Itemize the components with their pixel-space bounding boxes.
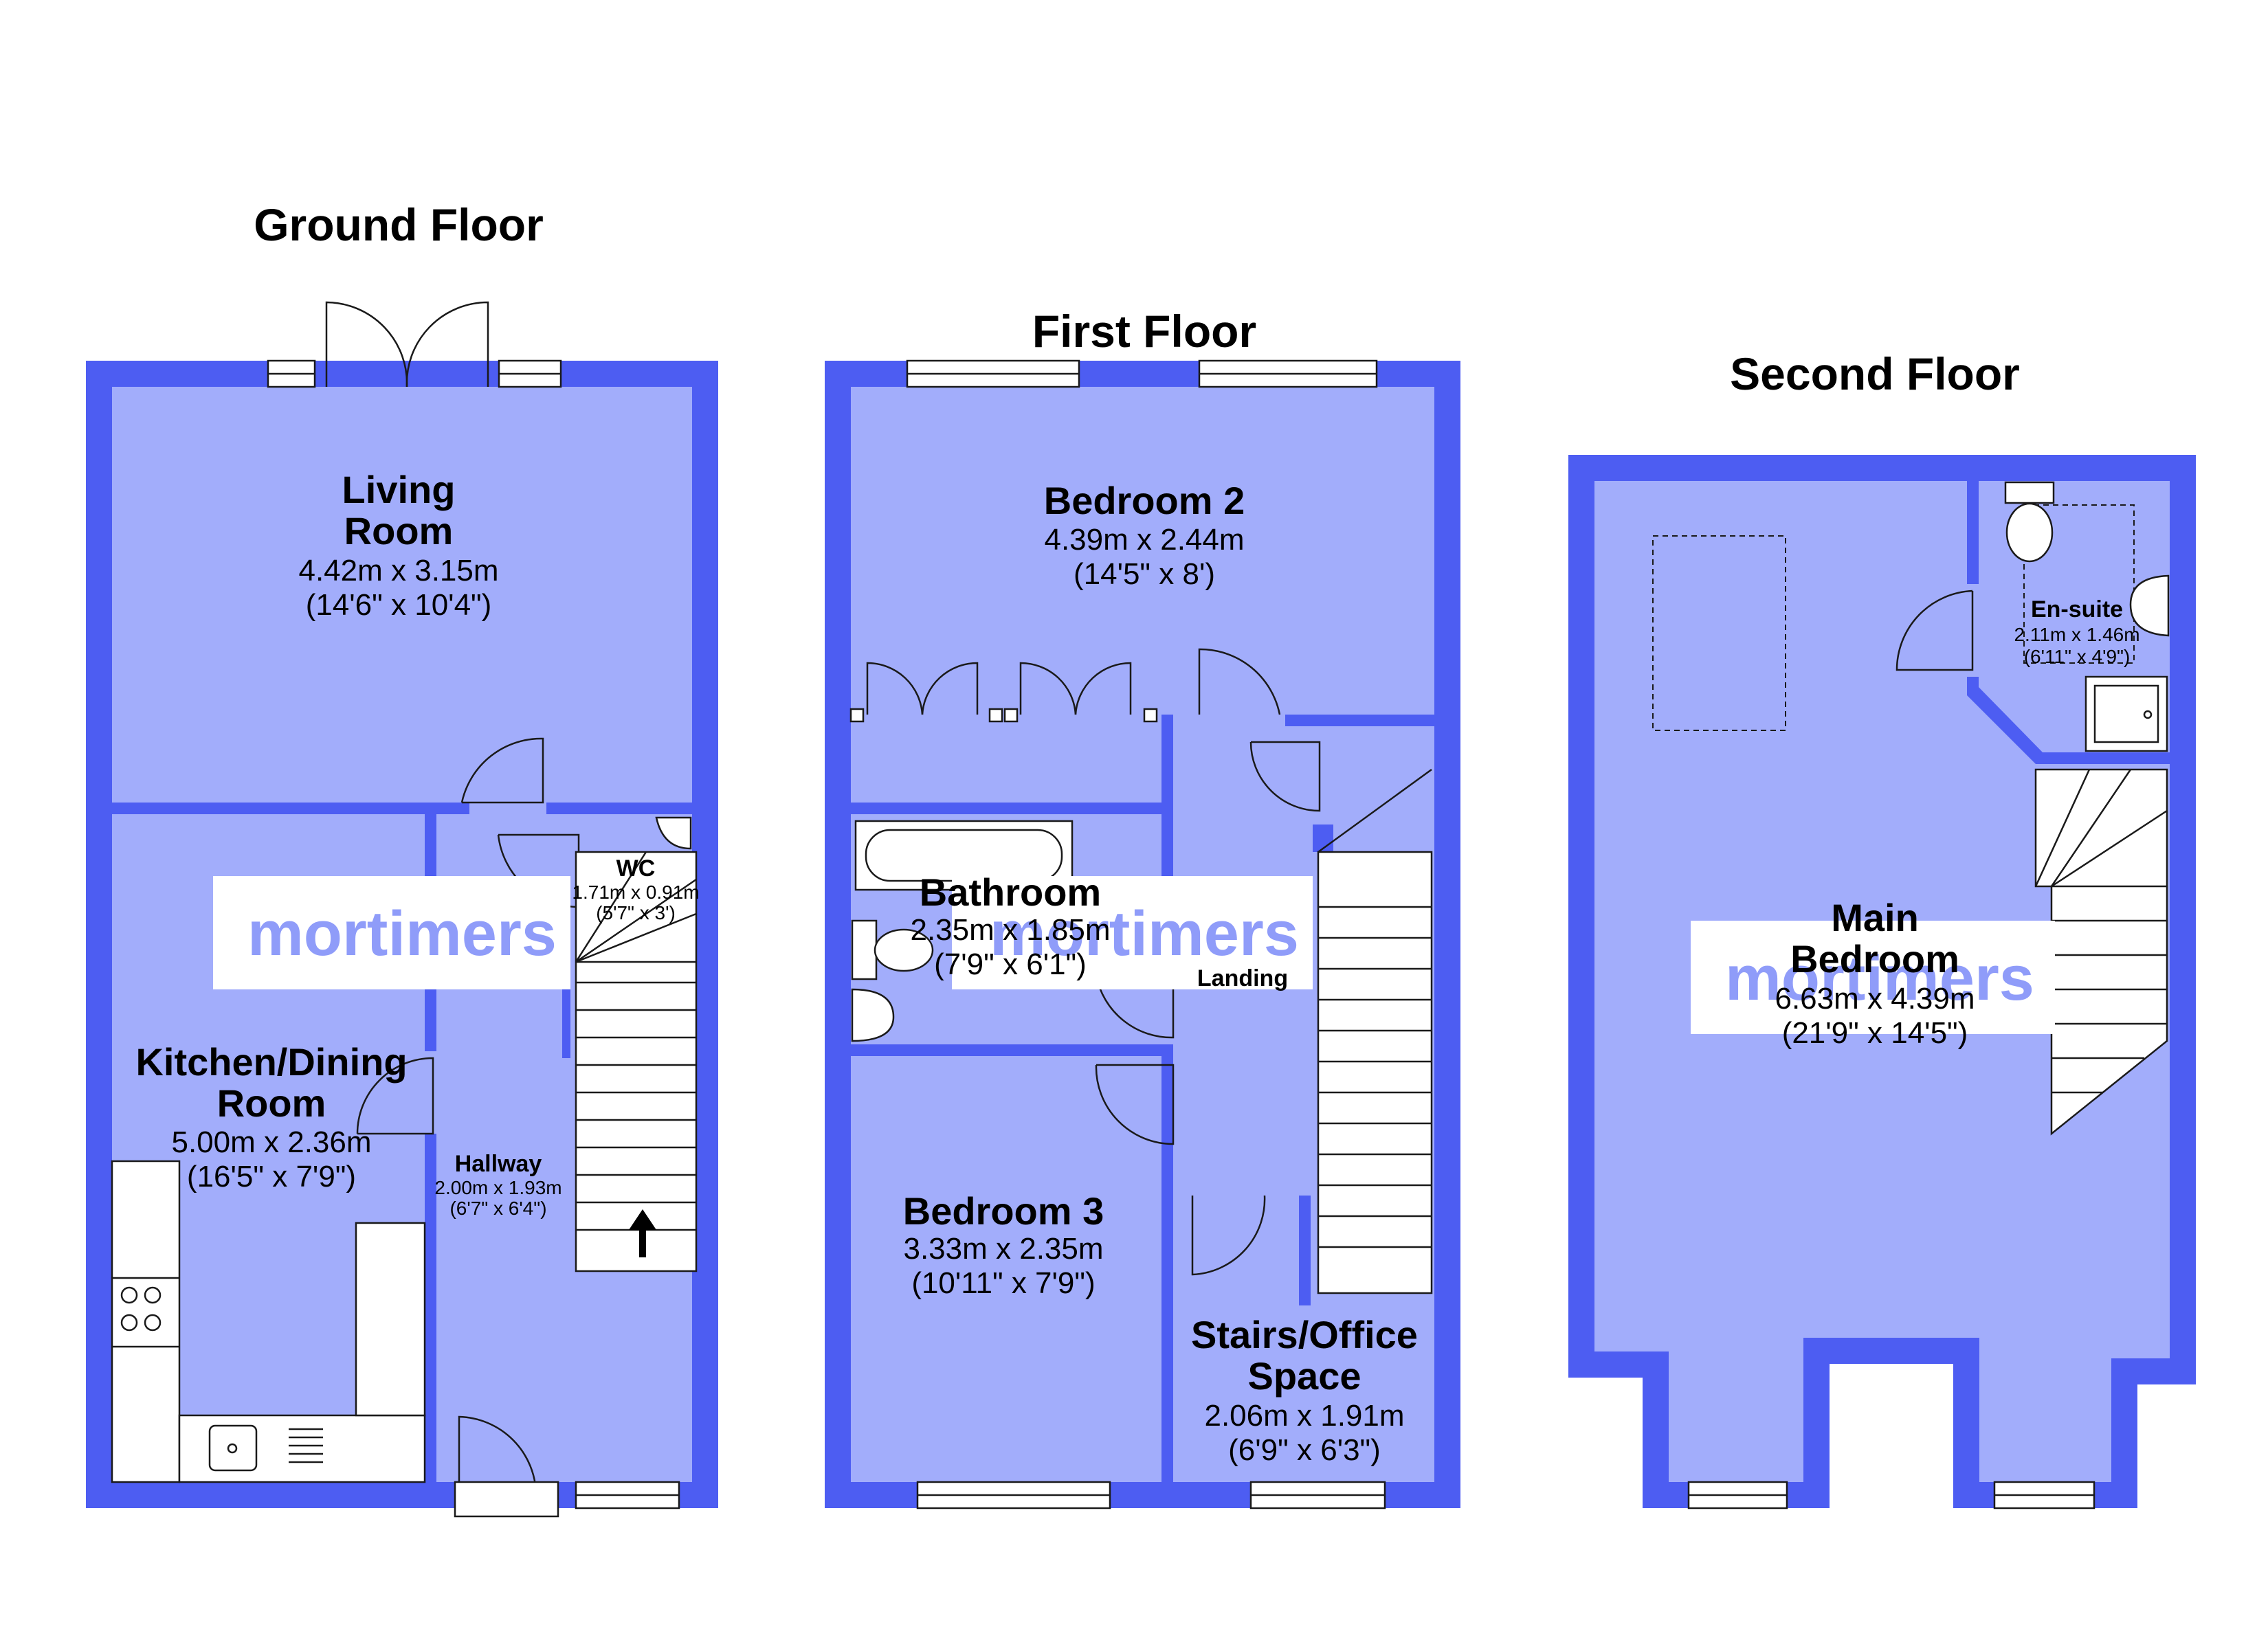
office-name-2: Space [1248,1354,1361,1398]
second-floor: Second Floor [1568,348,2196,1510]
toilet-icon [851,919,934,980]
ensuite-metric: 2.11m x 1.46m [2014,624,2139,645]
first-staircase-icon [1317,768,1433,1294]
kitchen-name-1: Kitchen/Dining [135,1040,407,1084]
wardrobe-icon [849,662,1158,723]
hallway-metric: 2.00m x 1.93m [434,1177,562,1198]
office-metric: 2.06m x 1.91m [1204,1399,1404,1433]
hob-icon [120,1286,162,1332]
bedroom3-name: Bedroom 3 [903,1189,1104,1233]
kitchen-name-2: Room [217,1081,326,1125]
main-bedroom-name-1: Main [1831,896,1919,939]
office-imperial: (6'9" x 6'3") [1228,1433,1381,1467]
second-staircase-icon [2034,768,2168,1136]
bathroom-door-icon [1095,974,1175,1039]
hallway-name: Hallway [455,1151,542,1177]
ensuite-toilet-icon [2004,481,2055,563]
ground-floor: Ground Floor [86,199,718,1518]
wall-ensuite-angled [1967,687,2170,764]
ground-floor-title: Ground Floor [254,199,544,250]
ensuite-name: En-suite [2031,596,2123,622]
bathroom-imperial: (7'9" x 6'1") [934,947,1087,981]
wc-basin-icon [655,816,692,850]
front-door-icon [458,1415,537,1495]
living-room-metric: 4.42m x 3.15m [298,554,498,587]
second-watermark: mortimers [1725,943,2034,1013]
shower-icon [2084,675,2168,752]
wall-bed2-bath [851,803,1164,814]
bedroom3-imperial: (10'11" x 7'9") [911,1266,1095,1300]
wall-living-hall [546,803,692,814]
stairs-up-arrow-icon [629,1209,656,1257]
living-room-name-1: Living [342,468,456,511]
ground-watermark: mortimers [247,899,557,969]
first-watermark-box [952,876,1313,989]
living-room-imperial: (14'6" x 10'4") [306,588,492,622]
kitchen-sink-icon [208,1424,323,1472]
ensuite-imperial: (6'11" x 4'9") [2024,646,2131,667]
bedroom3-door-icon [1095,1064,1175,1145]
bedroom2-metric: 4.39m x 2.44m [1044,523,1244,557]
first-floor: First Floor [825,306,1460,1510]
wall-landing-post [1313,824,1333,852]
patio-door-icon [325,301,489,388]
second-watermark-box [1691,921,2055,1034]
wall-living-kitchen [112,803,469,814]
ensuite-basin-icon [2129,574,2170,637]
main-bedroom-name-2: Bedroom [1790,937,1959,980]
bathroom-name: Bathroom [920,871,1101,914]
wall-ensuite-upper [1967,481,1979,584]
stairs-door-icon [1249,741,1321,812]
ground-staircase-icon [575,851,698,1272]
second-floor-title: Second Floor [1730,348,2020,399]
wc-name: WC [616,855,656,882]
bathroom-metric: 2.35m x 1.85m [910,913,1110,947]
kitchen-door-icon [356,1057,434,1135]
bedroom2-door-icon [1198,648,1281,715]
ground-watermark-box [213,876,570,989]
wall-bed3-landing [1161,1044,1173,1482]
wall-stairs-office [1299,1196,1311,1305]
bathroom-basin-icon [851,988,895,1042]
first-floor-title: First Floor [1032,306,1256,357]
first-watermark: mortimers [990,899,1299,969]
bedroom2-imperial: (14'5" x 8') [1074,557,1215,591]
front-door-step [454,1481,559,1518]
ensuite-door-icon [1895,590,1974,671]
landing-name: Landing [1197,965,1288,991]
wc-imperial: (5'7" x 3') [596,902,676,923]
kitchen-imperial: (16'5" x 7'9") [187,1160,356,1193]
office-name-1: Stairs/Office [1191,1313,1418,1356]
wall-bath-landing [1161,715,1173,928]
kitchen-units [111,1160,426,1483]
living-room-name-2: Room [344,509,454,552]
wall-kitchen-hall-lower [425,1134,436,1482]
office-door-icon [1191,1195,1266,1276]
wall-bed2-stairs [1285,715,1434,726]
wall-bath-bed3 [851,1044,1170,1056]
bedroom3-metric: 3.33m x 2.35m [903,1232,1103,1266]
hallway-imperial: (6'7" x 6'4") [449,1198,546,1219]
wc-metric: 1.71m x 0.91m [572,882,699,903]
main-bedroom-imperial: (21'9" x 14'5") [1782,1016,1968,1050]
bedroom2-name: Bedroom 2 [1044,479,1245,522]
main-bedroom-metric: 6.63m x 4.39m [1775,982,1975,1016]
ensuite-dashed-outline [2023,504,2135,664]
living-door-icon [460,737,544,804]
kitchen-metric: 5.00m x 2.36m [171,1125,371,1159]
